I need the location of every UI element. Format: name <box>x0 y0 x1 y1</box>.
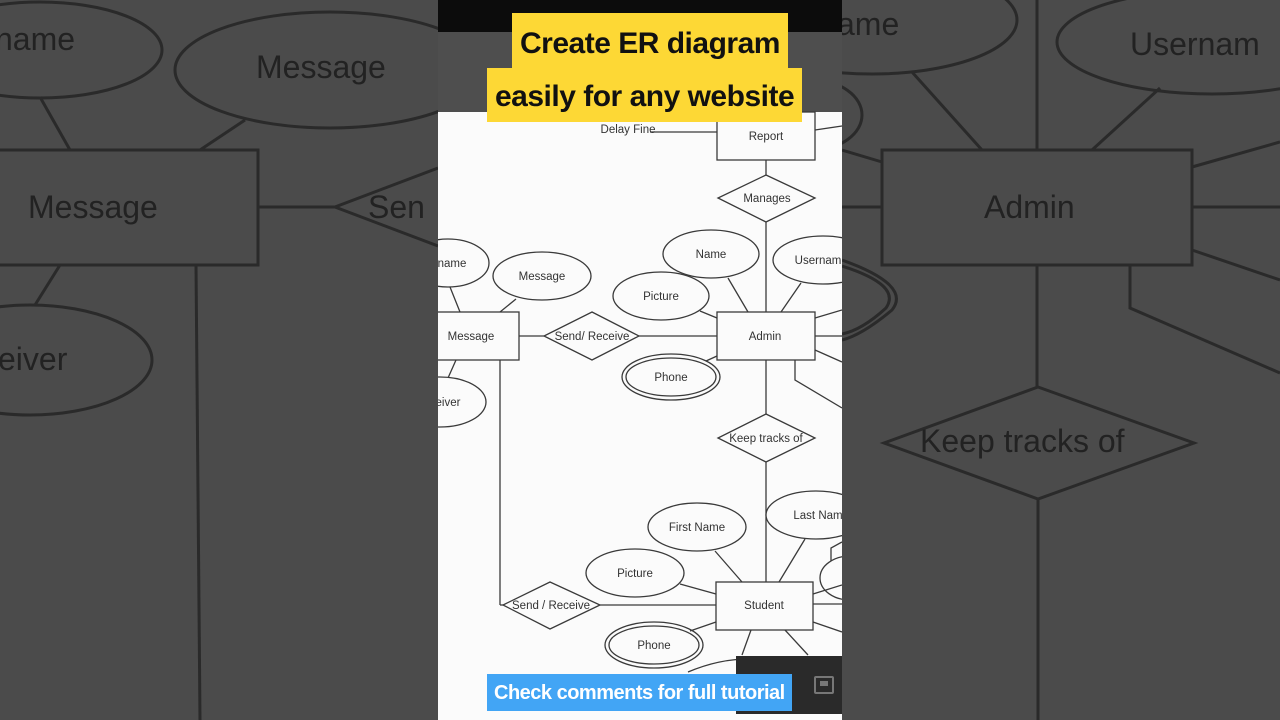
entity-message-label: Message <box>448 331 495 343</box>
background-left-diagram: name Message Message Sen eiver <box>0 0 438 720</box>
attribute-delay-fine: Delay Fine <box>601 124 656 136</box>
attribute-admin-phone: Phone <box>654 372 687 384</box>
relationship-send-receive-2: Send / Receive <box>512 600 590 612</box>
caption-line-1: Create ER diagram <box>512 13 788 70</box>
attribute-message-receiver: eiver <box>438 397 461 409</box>
bg-left-label: name <box>0 21 75 57</box>
relationship-send-receive-1: Send/ Receive <box>555 331 630 343</box>
attribute-student-firstname: First Name <box>669 522 725 534</box>
comment-icon[interactable] <box>814 676 834 694</box>
entity-admin-label: Admin <box>749 331 782 343</box>
entity-report-label: Report <box>749 131 784 143</box>
bg-left-label: Message <box>256 49 386 85</box>
bg-left-label: Sen <box>368 189 425 225</box>
attribute-student-phone: Phone <box>637 640 670 652</box>
background-right-zoom: ame Usernam Admin Keep tracks of <box>842 0 1280 720</box>
attribute-message-name: name <box>438 258 466 270</box>
background-right-diagram: ame Usernam Admin Keep tracks of <box>842 0 1280 720</box>
bg-left-label: eiver <box>0 341 68 377</box>
relationship-manages: Manages <box>743 193 791 205</box>
attribute-student-lastname: Last Nam <box>793 510 842 522</box>
bg-left-label: Message <box>28 189 158 225</box>
bg-right-label: Admin <box>984 189 1075 225</box>
video-frame[interactable]: Delay Fine Report Manages Name Usernam P… <box>438 0 842 720</box>
entity-student-label: Student <box>744 600 784 612</box>
relationship-keep-tracks-of: Keep tracks of <box>729 433 803 445</box>
attribute-admin-name: Name <box>696 249 727 261</box>
bg-right-label: Keep tracks of <box>920 423 1125 459</box>
attribute-student-picture: Picture <box>617 568 653 580</box>
attribute-admin-username: Usernam <box>795 255 842 267</box>
caption-line-2: easily for any website <box>487 68 803 122</box>
cta-banner[interactable]: Check comments for full tutorial <box>487 674 792 711</box>
background-left-zoom: name Message Message Sen eiver <box>0 0 438 720</box>
bg-right-label: Usernam <box>1130 26 1260 62</box>
attribute-message-message: Message <box>519 271 566 283</box>
bg-right-label: ame <box>842 6 899 42</box>
attribute-admin-picture: Picture <box>643 291 679 303</box>
